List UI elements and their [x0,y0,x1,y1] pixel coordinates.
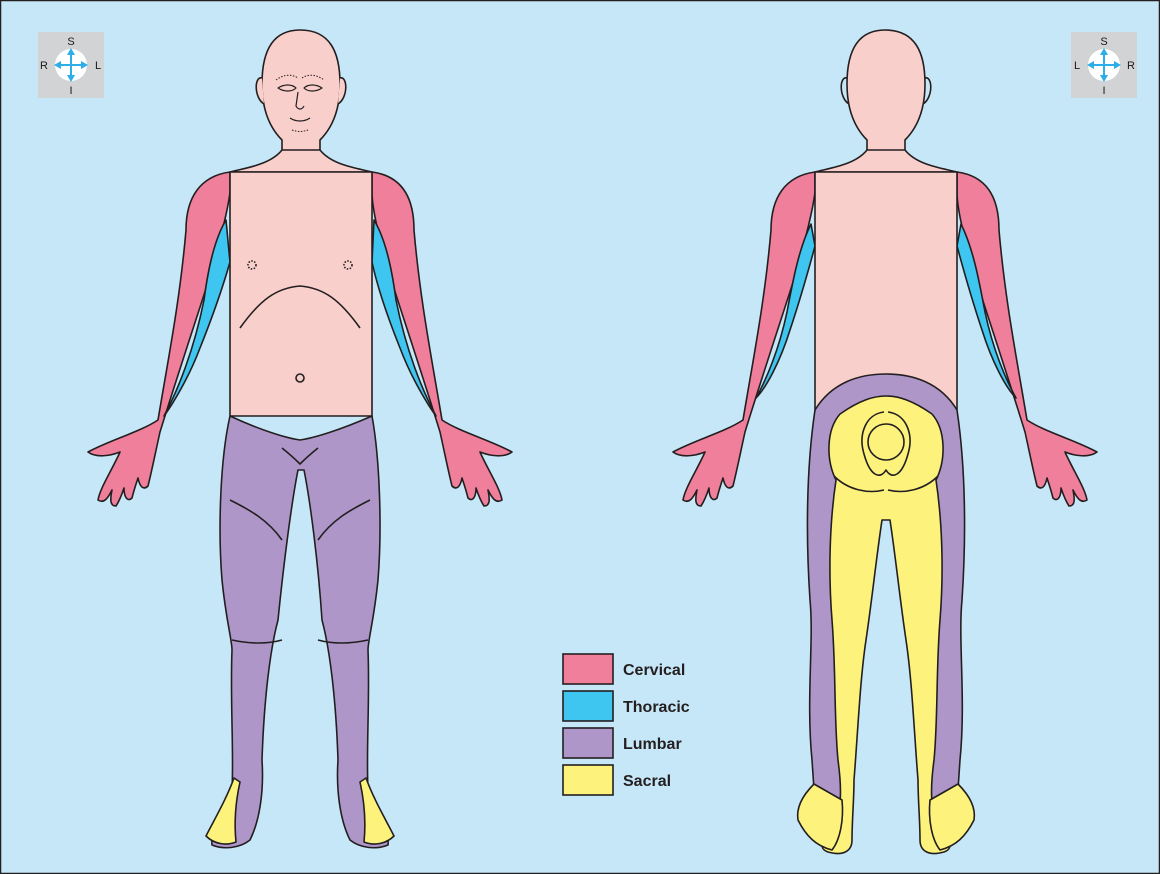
legend-swatch-cervical [563,654,613,684]
compass-front: S I R L [38,32,104,98]
legend-label-sacral: Sacral [623,773,671,790]
compass-back-right: R [1127,60,1135,72]
compass-front-left: R [40,60,48,72]
legend-swatch-sacral [563,765,613,795]
compass-back-top: S [1100,36,1107,48]
compass-back-bottom: I [1102,85,1105,97]
legend-swatch-lumbar [563,728,613,758]
compass-back: S I L R [1071,32,1137,98]
compass-front-bottom: I [69,85,72,97]
compass-front-top: S [67,36,74,48]
legend-swatch-thoracic [563,691,613,721]
compass-back-left: L [1074,60,1080,72]
legend-label-cervical: Cervical [623,662,685,679]
front-torso [230,172,372,416]
legend-label-thoracic: Thoracic [623,699,690,716]
legend-label-lumbar: Lumbar [623,736,682,753]
compass-front-right: L [95,60,101,72]
